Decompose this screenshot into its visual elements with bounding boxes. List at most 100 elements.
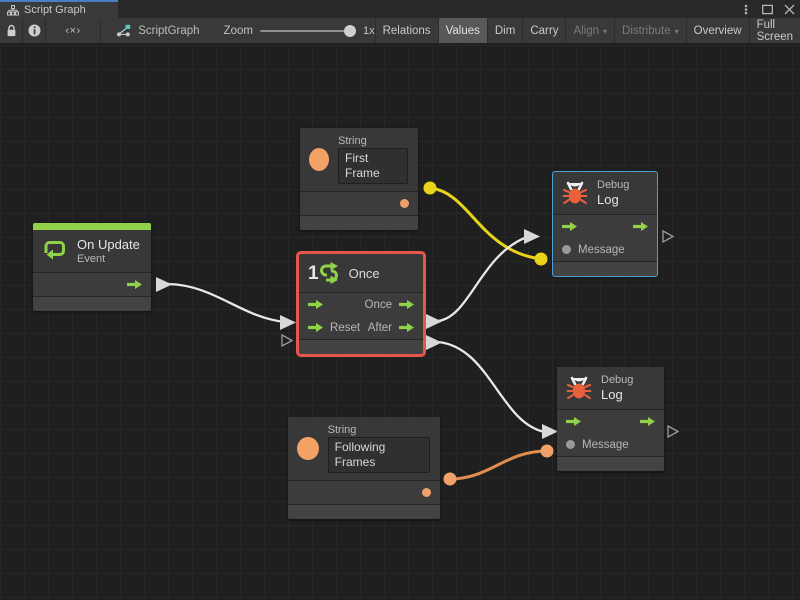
flow-input-port[interactable] <box>566 416 581 427</box>
toolbar-button-full-screen-label: Full Screen <box>756 18 794 43</box>
node-string-following-frames[interactable]: String Following Frames <box>288 417 440 519</box>
string-value-field[interactable]: Following Frames <box>327 437 430 473</box>
flow-output-port-after[interactable] <box>399 322 414 333</box>
window-controls <box>739 0 796 18</box>
zoom-label: Zoom <box>223 24 253 37</box>
kebab-menu-icon[interactable] <box>739 3 752 16</box>
wire-endpoint-dot <box>534 252 548 266</box>
node-header: Debug Log <box>553 172 657 215</box>
info-icon[interactable] <box>23 18 47 43</box>
node-on-update[interactable]: On Update Event <box>33 223 151 311</box>
node-footer <box>553 262 657 276</box>
lock-icon[interactable] <box>0 18 24 43</box>
once-badge-number: 1 <box>308 262 319 284</box>
flow-wire-target-arrow <box>524 229 540 244</box>
node-port-row <box>33 273 151 296</box>
string-orange-dot-icon <box>309 148 329 171</box>
flow-output-port-once[interactable] <box>399 299 414 310</box>
node-body: Message <box>553 215 657 262</box>
node-title-block: String First Frame <box>338 135 408 184</box>
node-subtitle: Event <box>77 253 106 265</box>
node-header: Debug Log <box>557 367 664 410</box>
node-title: Log <box>597 192 619 207</box>
wire-endpoint-dot <box>540 444 554 458</box>
flow-input-port-reset[interactable] <box>308 322 323 333</box>
toolbar-button-relations[interactable]: Relations <box>374 18 438 43</box>
toolbar-button-values-label: Values <box>445 24 480 37</box>
node-header: String Following Frames <box>288 417 440 481</box>
breadcrumb[interactable]: ScriptGraph <box>113 18 200 43</box>
node-debug-log-2[interactable]: Debug Log <box>557 367 664 471</box>
row-left <box>566 416 581 427</box>
zoom-slider-track <box>259 29 356 32</box>
row-right <box>400 199 409 208</box>
unconnected-flow-output-indicator[interactable] <box>667 425 679 438</box>
wire-string-following-to-log2 <box>449 449 548 481</box>
toolbar-right-group: Relations Values Dim Carry Align ▾ Distr… <box>374 18 800 43</box>
bug-icon <box>562 180 588 206</box>
node-once[interactable]: 1 Once <box>296 251 426 357</box>
zoom-slider[interactable] <box>259 24 356 38</box>
node-footer <box>300 216 418 230</box>
string-value-field[interactable]: First Frame <box>338 148 408 184</box>
flow-wire-source-arrow <box>156 277 172 292</box>
node-accent-bar <box>33 223 151 230</box>
node-debug-log-1[interactable]: Debug Log <box>552 171 658 277</box>
graph-toolbar: ‹×› ScriptGraph Zoom 1x <box>0 18 800 44</box>
node-port-row-message: Message <box>553 238 657 261</box>
maximize-icon[interactable] <box>761 3 774 16</box>
toolbar-button-distribute[interactable]: Distribute ▾ <box>614 18 686 43</box>
message-input-port[interactable] <box>562 245 571 254</box>
node-title-small: Debug <box>601 374 634 386</box>
wire-once-to-log1 <box>437 235 528 323</box>
message-input-port[interactable] <box>566 440 575 449</box>
port-label-message: Message <box>582 438 629 451</box>
toolbar-button-dim[interactable]: Dim <box>486 18 522 43</box>
flow-wire-source-arrow <box>426 314 442 329</box>
toolbar-spacer <box>101 18 113 43</box>
port-label-once-out: Once <box>364 298 393 311</box>
unconnected-flow-input-indicator[interactable] <box>281 334 293 347</box>
flow-output-port[interactable] <box>127 279 142 290</box>
string-output-port[interactable] <box>400 199 409 208</box>
window-tab-bar: Script Graph <box>0 0 800 18</box>
toolbar-button-overview[interactable]: Overview <box>685 18 749 43</box>
flow-wire-target-arrow <box>542 424 558 439</box>
zoom-control: Zoom 1x <box>224 18 375 43</box>
node-footer <box>299 340 423 354</box>
flow-wire-source-arrow <box>426 335 442 350</box>
code-view-button[interactable]: ‹×› <box>46 18 101 43</box>
node-port-row-flow <box>553 215 657 238</box>
unconnected-flow-output-indicator[interactable] <box>662 230 674 243</box>
flow-output-port[interactable] <box>640 416 655 427</box>
toolbar-button-values[interactable]: Values <box>437 18 487 43</box>
graph-wires <box>156 181 558 486</box>
flow-input-port[interactable] <box>308 299 323 310</box>
toolbar-button-carry[interactable]: Carry <box>522 18 565 43</box>
node-string-first-frame[interactable]: String First Frame <box>300 128 418 230</box>
row-right <box>127 279 142 290</box>
toolbar-button-align[interactable]: Align ▾ <box>565 18 614 43</box>
flow-input-port[interactable] <box>562 221 577 232</box>
row-left <box>308 299 323 310</box>
node-title-block: Debug Log <box>601 374 633 402</box>
port-label-after: After <box>367 321 392 334</box>
tab-script-graph[interactable]: Script Graph <box>0 0 118 18</box>
node-footer <box>288 505 440 519</box>
node-header: String First Frame <box>300 128 418 192</box>
node-port-row-after: Reset After <box>299 316 423 339</box>
row-left: Reset <box>308 322 360 334</box>
node-title: Once <box>348 265 380 281</box>
close-icon[interactable] <box>783 3 796 16</box>
graph-canvas[interactable]: String First Frame <box>0 45 800 600</box>
string-output-port[interactable] <box>422 488 431 497</box>
port-label-message: Message <box>578 243 625 256</box>
toolbar-button-full-screen[interactable]: Full Screen <box>748 18 800 43</box>
port-label-reset: Reset <box>330 321 361 334</box>
flow-output-port[interactable] <box>633 221 648 232</box>
zoom-slider-knob[interactable] <box>343 24 356 37</box>
node-title: Log <box>601 387 623 402</box>
toolbar-button-overview-label: Overview <box>693 24 742 37</box>
row-right: After <box>368 322 414 334</box>
tab-label: Script Graph <box>24 4 86 16</box>
